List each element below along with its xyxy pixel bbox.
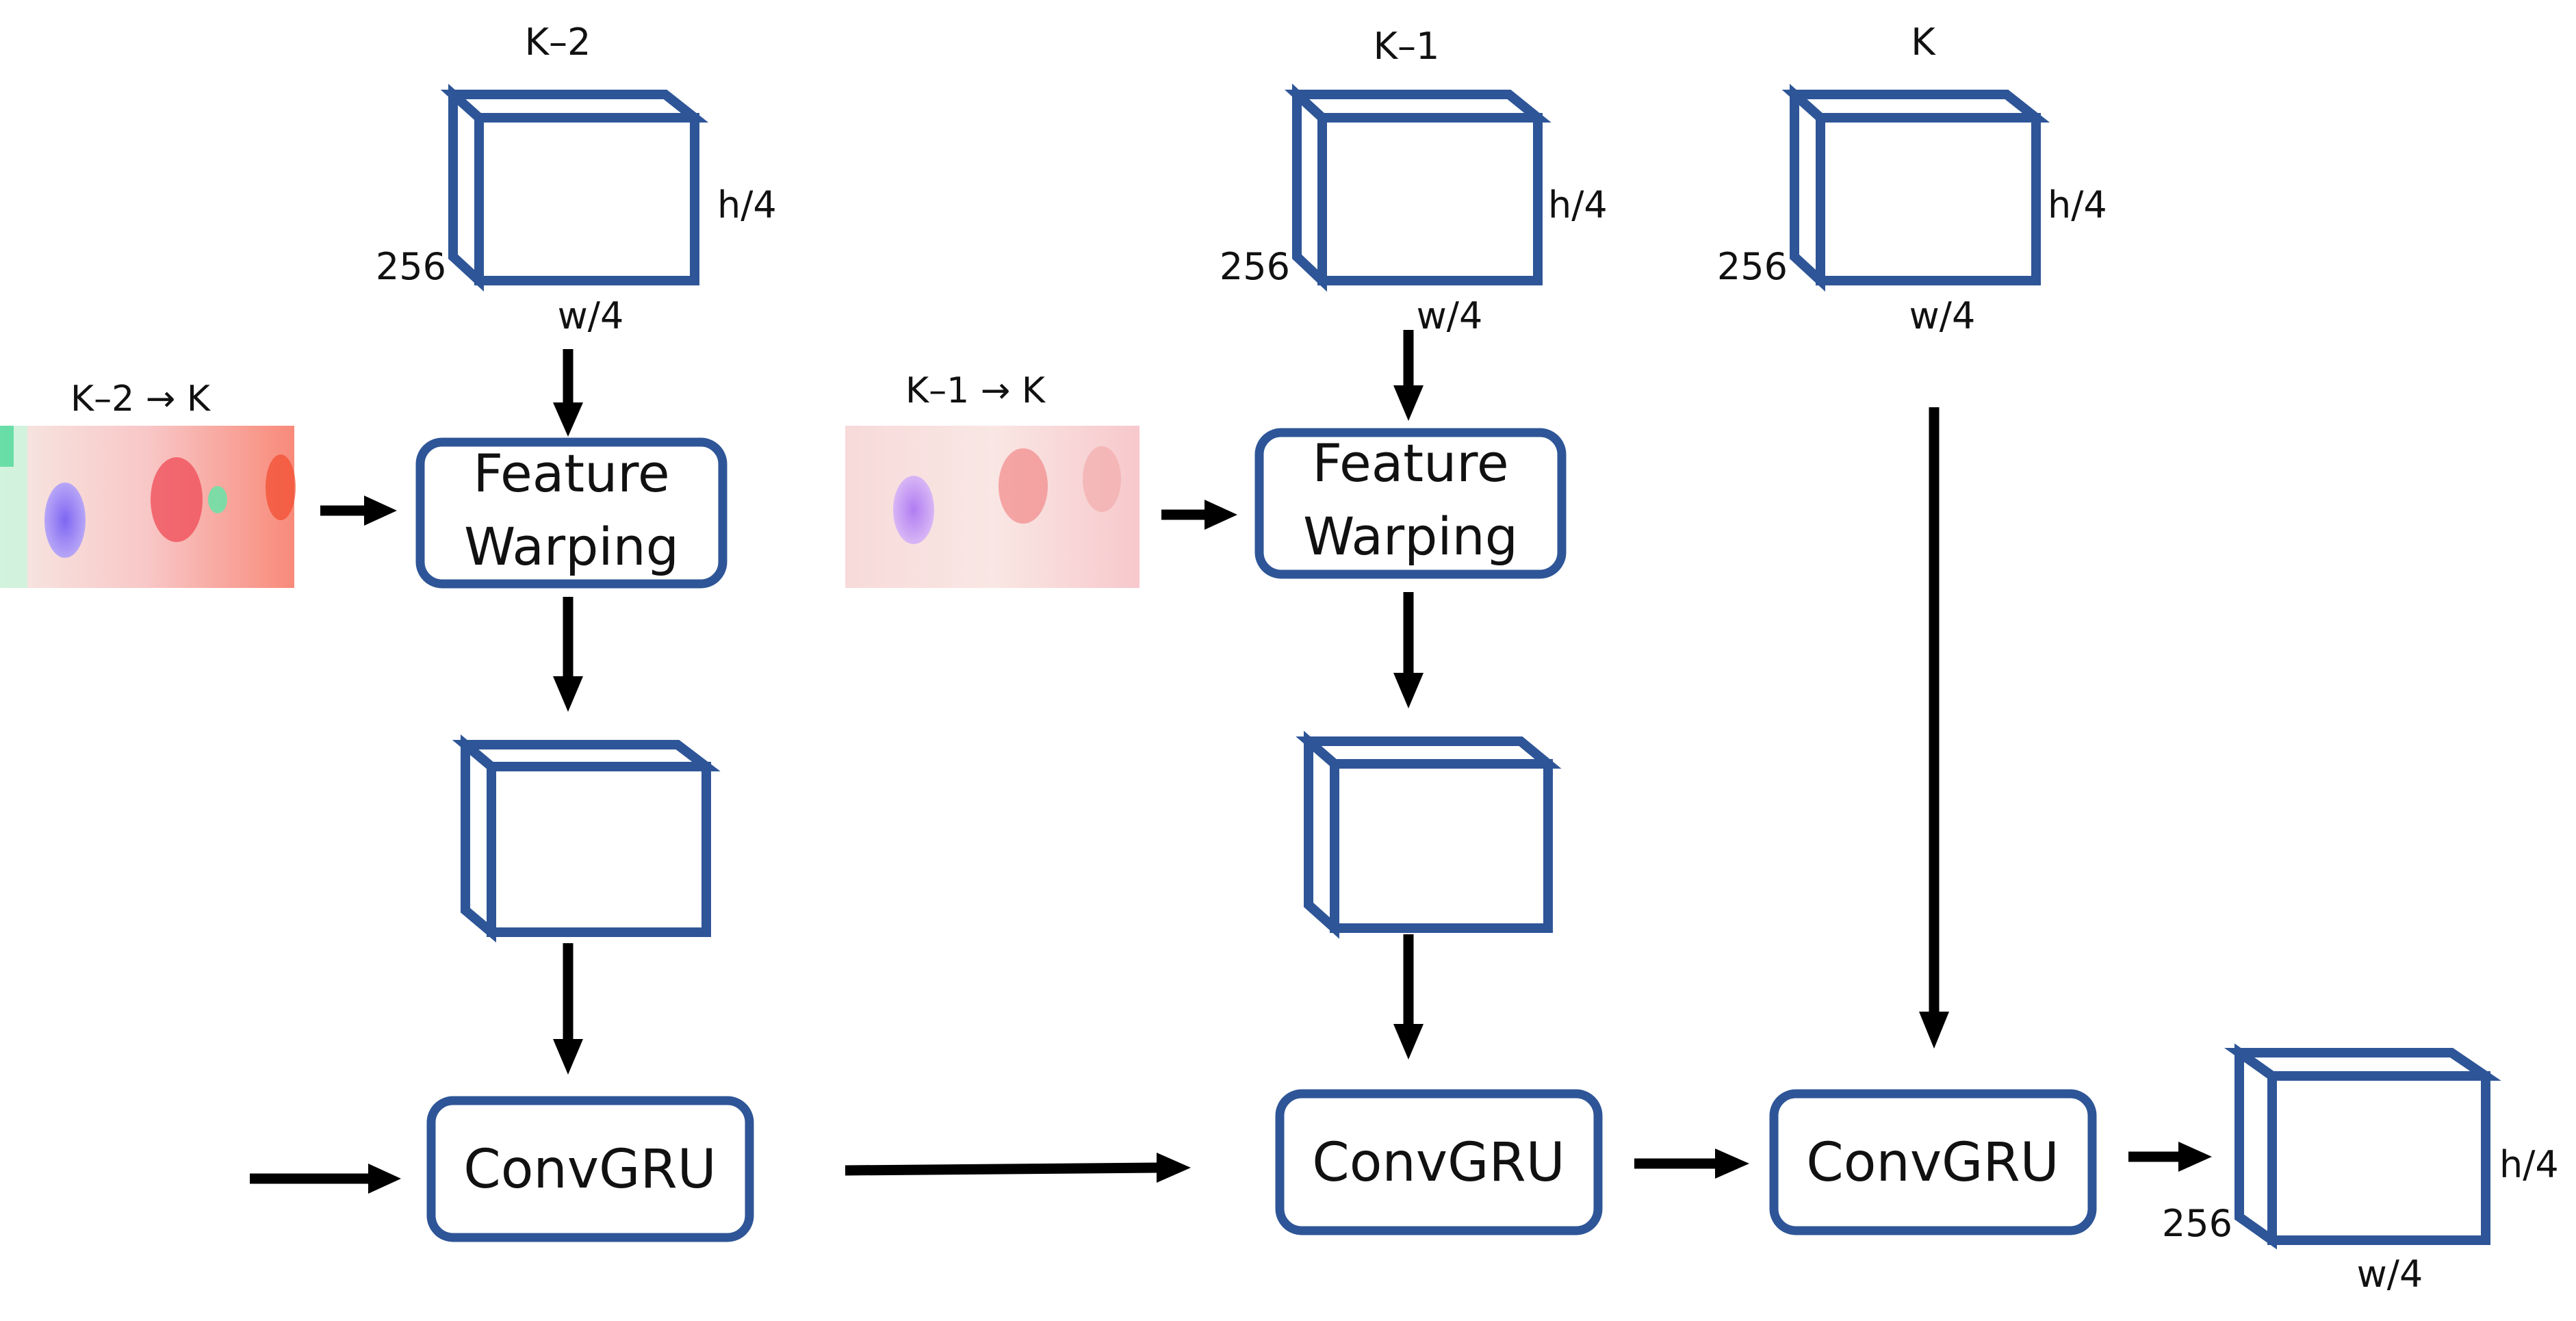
arrow-convgru-2-to-convgru-3 <box>1634 1149 1749 1179</box>
width-label-k-minus-2: w/4 <box>558 294 624 337</box>
arrow-warped-cube-2-to-convgru <box>1393 934 1424 1060</box>
feature-warping-box-1: Feature Warping <box>415 437 727 589</box>
width-label-k-minus-1: w/4 <box>1417 294 1483 337</box>
feature-warping-box-2: Feature Warping <box>1254 428 1567 579</box>
height-label-k-minus-2: h/4 <box>717 183 777 227</box>
arrow-convgru-1-to-convgru-2 <box>845 1153 1191 1183</box>
feature-map-cube-k-minus-2: K–2 256 h/4 w/4 <box>376 21 777 337</box>
convgru-box-1: ConvGRU <box>426 1096 754 1242</box>
optical-flow-image-k-minus-1-to-k: K–1 → K <box>845 370 1139 588</box>
warped-feature-cube-1 <box>452 734 721 943</box>
feature-warping-line1: Feature <box>1312 433 1508 493</box>
output-width-label: w/4 <box>2357 1253 2423 1296</box>
convgru-box-3: ConvGRU <box>1769 1089 2097 1235</box>
warped-feature-cube-2 <box>1296 730 1562 939</box>
arrow-warping-to-warped-cube-1 <box>553 597 583 712</box>
feature-warping-line2: Warping <box>1303 506 1518 567</box>
optical-flow-image-k-minus-2-to-k: K–2 → K <box>0 379 296 588</box>
frame-label-k-minus-1: K–1 <box>1374 25 1440 68</box>
output-channels-label: 256 <box>2162 1202 2232 1245</box>
output-feature-cube: 256 h/4 w/4 <box>2162 1043 2559 1296</box>
frame-label-k-minus-2: K–2 <box>525 21 591 64</box>
output-height-label: h/4 <box>2499 1143 2559 1186</box>
height-label-k-minus-1: h/4 <box>1548 183 1608 227</box>
channels-label-k-minus-1: 256 <box>1220 245 1290 288</box>
arrow-warping-to-warped-cube-2 <box>1393 592 1424 708</box>
arrow-cube-k-minus-2-to-warping <box>553 349 583 437</box>
feature-warping-line2: Warping <box>464 516 679 577</box>
frame-label-k: K <box>1911 21 1936 64</box>
arrow-warped-cube-1-to-convgru <box>553 943 583 1075</box>
arrow-cube-k-minus-1-to-warping <box>1393 330 1424 421</box>
arrow-cube-k-to-convgru <box>1919 407 1949 1049</box>
arrow-flow-k-minus-2-to-warping <box>320 496 397 526</box>
flow-label-k-minus-2-to-k: K–2 → K <box>70 379 211 420</box>
convgru-label: ConvGRU <box>463 1139 717 1201</box>
height-label-k: h/4 <box>2048 183 2107 227</box>
width-label-k: w/4 <box>1909 294 1976 337</box>
arrow-input-to-convgru-1 <box>250 1164 401 1194</box>
convgru-box-2: ConvGRU <box>1275 1089 1603 1235</box>
feature-map-cube-k-minus-1: K–1 256 h/4 w/4 <box>1220 25 1608 337</box>
flow-label-k-minus-1-to-k: K–1 → K <box>905 370 1046 411</box>
convgru-label: ConvGRU <box>1312 1132 1565 1194</box>
channels-label-k-minus-2: 256 <box>376 245 446 288</box>
feature-map-cube-k: K 256 h/4 w/4 <box>1717 21 2107 337</box>
arrow-flow-k-minus-1-to-warping <box>1161 500 1237 530</box>
convgru-label: ConvGRU <box>1806 1132 2059 1194</box>
arrow-convgru-3-to-output <box>2128 1142 2212 1172</box>
channels-label-k: 256 <box>1717 245 1788 288</box>
feature-warping-line1: Feature <box>473 443 669 504</box>
